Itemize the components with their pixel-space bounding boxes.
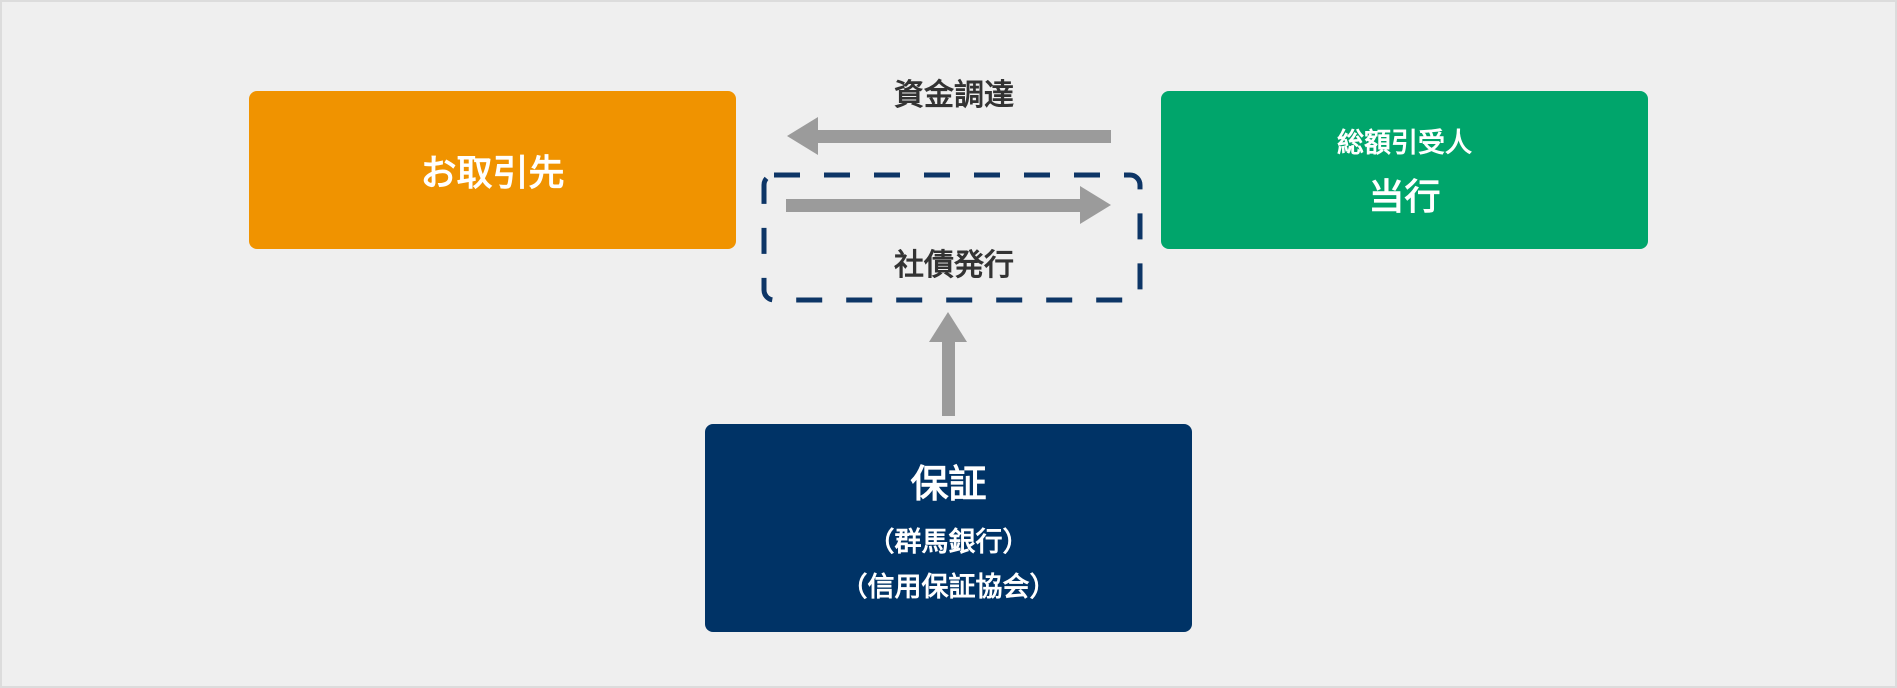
- guarantee-box: 保証 （群馬銀行） （信用保証協会）: [705, 424, 1192, 632]
- issuance-label: 社債発行: [894, 248, 1014, 283]
- client-box: お取引先: [249, 91, 736, 249]
- funding-label: 資金調達: [894, 78, 1014, 113]
- underwriter-box: 総額引受人 当行: [1161, 91, 1648, 249]
- funding-arrow-left: [787, 117, 1111, 155]
- guarantee-association: （信用保証協会）: [840, 571, 1057, 603]
- issuance-arrow-right: [786, 186, 1111, 224]
- underwriter-name: 当行: [1368, 176, 1441, 218]
- issuance-dashed-frame: [761, 172, 1143, 303]
- underwriter-role: 総額引受人: [1337, 127, 1472, 159]
- guarantee-title: 保証: [910, 461, 987, 506]
- guarantee-arrow-up: [929, 312, 967, 416]
- guarantee-bank: （群馬銀行）: [867, 526, 1030, 558]
- client-label: お取引先: [420, 153, 565, 194]
